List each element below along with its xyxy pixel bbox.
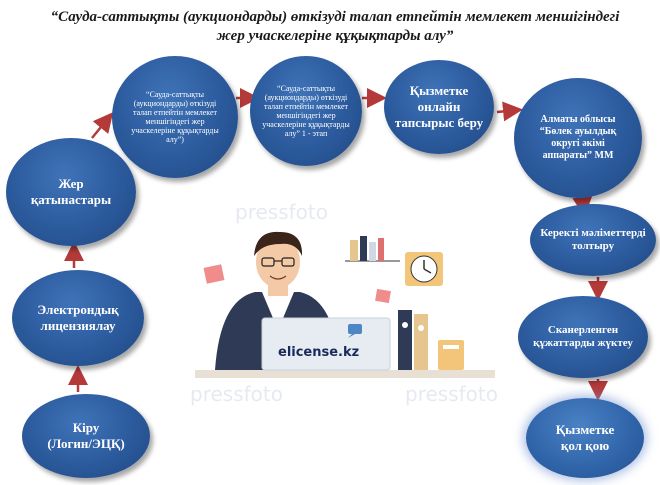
node-stage1: “Сауда-саттықты (аукциондарды) өткізуді …	[250, 56, 362, 166]
watermark: pressfoto	[235, 200, 328, 224]
node-upload-docs: Сканерленген құжаттарды жүктеу	[518, 296, 648, 378]
binder-icon	[398, 310, 412, 370]
clock-icon	[405, 252, 443, 286]
laptop-icon	[261, 317, 391, 371]
watermark: pressfoto	[190, 382, 283, 406]
page-title: “Сауда-саттықты (аукциондарды) өткізуді …	[50, 9, 620, 44]
book-icon	[369, 242, 376, 261]
book-icon	[378, 238, 384, 261]
node-sign: Қызметке қол қою	[526, 398, 644, 478]
node-land-relations: Жер қатынастары	[6, 138, 136, 246]
node-login: Кіру (Логин/ЭЦҚ)	[22, 394, 150, 478]
node-elicensing: Электрондық лицензиялау	[12, 270, 144, 366]
sticky-note-icon	[203, 264, 225, 284]
sticky-note-icon	[375, 288, 391, 304]
binder-icon	[414, 314, 428, 370]
elicense-logo-text: elicense.kz	[278, 345, 360, 360]
arrow	[496, 101, 523, 122]
book-icon	[360, 236, 367, 261]
book-icon	[350, 240, 358, 261]
node-fill-data: Керекті мәліметтерді толтыру	[530, 204, 656, 276]
watermark: pressfoto	[405, 382, 498, 406]
node-akimat: Алматы облысы “Бөлек ауылдық округі әкім…	[514, 78, 642, 198]
node-service-name: “Сауда-саттықты (аукциондарды) өткізуді …	[112, 56, 238, 178]
node-online-request: Қызметке онлайн тапсырыс беру	[384, 60, 494, 154]
desk	[195, 370, 495, 378]
arrow	[91, 112, 114, 139]
